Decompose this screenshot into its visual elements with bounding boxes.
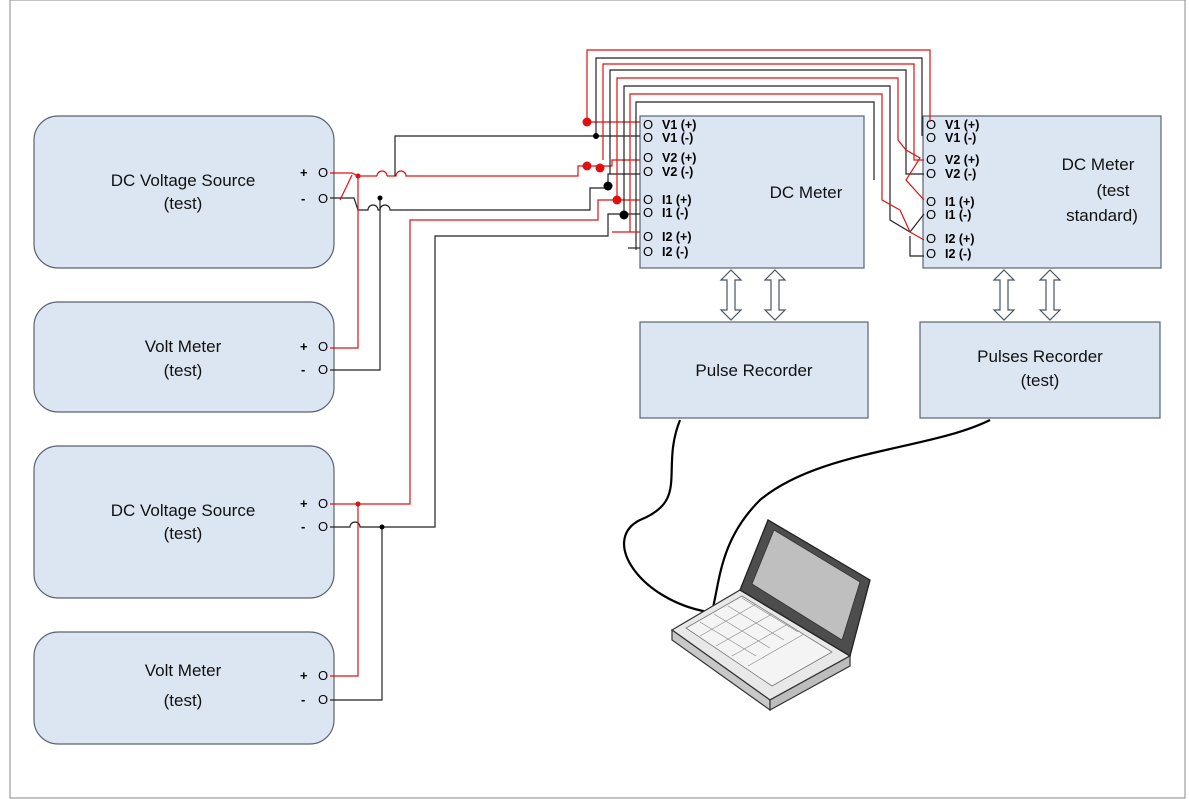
voltmeter-1-subtitle: (test) <box>164 361 203 380</box>
source-2-minus: - <box>301 519 305 534</box>
cable-recorder-to-laptop <box>622 419 709 614</box>
port-terminal: O <box>926 207 936 222</box>
port-terminal: O <box>926 231 936 246</box>
junction-dot <box>595 163 605 173</box>
port-i2-plus: I2 (+) <box>662 230 692 244</box>
dc-voltage-source-2: DC Voltage Source (test) + O - O <box>33 445 335 599</box>
dc-meter-test-title: DC Meter <box>770 183 843 202</box>
dc-meter-test-ports: O V1 (+) O V1 (-) O V2 (+) O V2 (-) O I1… <box>643 117 696 259</box>
voltmeter-1-minus-terminal: O <box>318 362 328 377</box>
voltmeter-2-plus: + <box>300 668 308 683</box>
volt-meter-2: Volt Meter (test) + O - O <box>33 631 335 745</box>
voltmeter-1-plus: + <box>300 339 308 354</box>
dc-meter-standard-title: DC Meter <box>1062 155 1135 174</box>
port-terminal: O <box>926 117 936 132</box>
double-arrow-icon <box>1038 269 1062 321</box>
voltmeter-2-subtitle: (test) <box>164 691 203 710</box>
pulses-recorder-subtitle: (test) <box>1021 371 1060 390</box>
port-terminal: O <box>926 166 936 181</box>
port-terminal: O <box>643 229 653 244</box>
volt-meter-1: Volt Meter (test) + O - O <box>33 301 335 413</box>
port-terminal: O <box>643 150 653 165</box>
port-terminal: O <box>926 194 936 209</box>
junction-dot <box>603 181 613 191</box>
port-terminal: O <box>643 192 653 207</box>
port-v1-plus: V1 (+) <box>945 118 979 132</box>
voltmeter-2-title: Volt Meter <box>145 661 222 680</box>
wiring <box>330 49 931 701</box>
junction-dot <box>593 133 599 139</box>
voltmeter-2-minus: - <box>301 692 305 707</box>
voltmeter-1-minus: - <box>301 362 305 377</box>
junction-dot <box>377 195 383 201</box>
source-1-minus-terminal: O <box>318 191 328 206</box>
double-arrow-icon <box>763 269 787 321</box>
voltmeter-1-title: Volt Meter <box>145 337 222 356</box>
port-terminal: O <box>926 152 936 167</box>
dc-voltage-source-1: DC Voltage Source (test) + O - O <box>33 115 335 269</box>
double-arrow-icon <box>719 269 743 321</box>
diagram-frame <box>9 0 1186 799</box>
port-i1-plus: I1 (+) <box>945 195 975 209</box>
source-2-title: DC Voltage Source <box>111 501 256 520</box>
double-arrow-icon <box>992 269 1016 321</box>
laptop-icon <box>670 519 871 712</box>
source-1-plus-terminal: O <box>318 165 328 180</box>
junction-dot <box>582 117 592 127</box>
junction-dot <box>355 173 361 179</box>
port-v2-plus: V2 (+) <box>662 151 696 165</box>
port-terminal: O <box>643 164 653 179</box>
source-1-plus: + <box>300 165 308 180</box>
port-i1-minus: I1 (-) <box>945 208 971 222</box>
port-i2-minus: I2 (-) <box>945 247 971 261</box>
port-terminal: O <box>926 246 936 261</box>
port-i1-minus: I1 (-) <box>662 206 688 220</box>
port-v2-minus: V2 (-) <box>662 165 693 179</box>
junction-dot <box>582 161 592 171</box>
port-i1-plus: I1 (+) <box>662 193 692 207</box>
junction-dot <box>379 524 385 530</box>
dc-meter-test: DC Meter O V1 (+) O V1 (-) O V2 (+) O V2… <box>639 115 865 269</box>
port-terminal: O <box>643 244 653 259</box>
source-2-subtitle: (test) <box>164 524 203 543</box>
cable-recorder-test-to-laptop <box>710 419 991 613</box>
pulses-recorder-test: Pulses Recorder (test) <box>919 321 1161 419</box>
port-v2-minus: V2 (-) <box>945 167 976 181</box>
dc-meter-standard-line3: standard) <box>1066 206 1138 225</box>
source-2-plus-terminal: O <box>318 496 328 511</box>
dc-meter-standard: DC Meter (test standard) O V1 (+) O V1 (… <box>922 115 1162 269</box>
port-terminal: O <box>643 205 653 220</box>
source-1-subtitle: (test) <box>164 194 203 213</box>
port-v1-minus: V1 (-) <box>945 131 976 145</box>
dc-meter-standard-ports: O V1 (+) O V1 (-) O V2 (+) O V2 (-) O I1… <box>926 117 979 261</box>
voltmeter-2-plus-terminal: O <box>318 668 328 683</box>
voltmeter-2-minus-terminal: O <box>318 692 328 707</box>
pulses-recorder-title: Pulses Recorder <box>977 347 1103 366</box>
source-1-minus: - <box>301 191 305 206</box>
junction-dot <box>612 195 622 205</box>
junction-dot <box>619 210 629 220</box>
port-i2-plus: I2 (+) <box>945 232 975 246</box>
source-2-minus-terminal: O <box>318 519 328 534</box>
dc-meter-standard-line2: (test <box>1096 181 1129 200</box>
port-i2-minus: I2 (-) <box>662 245 688 259</box>
pulse-recorder-title: Pulse Recorder <box>695 361 813 380</box>
port-v1-minus: V1 (-) <box>662 131 693 145</box>
voltmeter-1-plus-terminal: O <box>318 339 328 354</box>
port-terminal: O <box>643 130 653 145</box>
source-2-plus: + <box>300 496 308 511</box>
port-v1-plus: V1 (+) <box>662 118 696 132</box>
port-terminal: O <box>926 130 936 145</box>
port-v2-plus: V2 (+) <box>945 153 979 167</box>
junction-dot <box>355 501 361 507</box>
port-terminal: O <box>643 117 653 132</box>
pulse-recorder: Pulse Recorder <box>639 321 869 419</box>
source-1-title: DC Voltage Source <box>111 171 256 190</box>
